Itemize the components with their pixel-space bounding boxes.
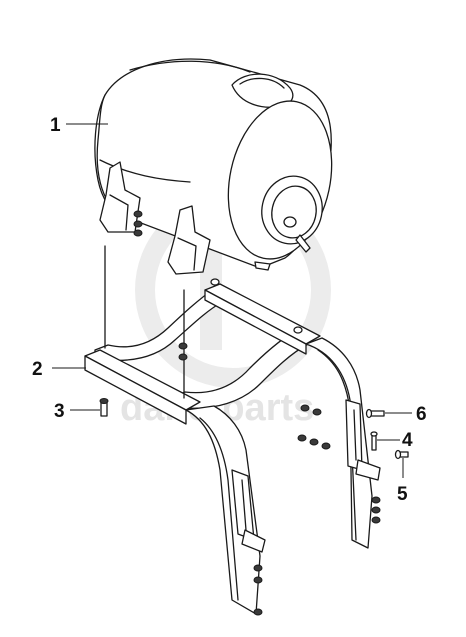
callout-label-4: 4	[402, 430, 413, 451]
bolt-5	[394, 449, 409, 460]
callout-label-6: 6	[416, 404, 427, 425]
mounting-bracket-frame	[84, 245, 381, 616]
callout-5: 5	[397, 458, 408, 505]
callout-4: 4	[377, 430, 413, 451]
washer-4	[370, 431, 378, 451]
nut-stack-center	[297, 404, 331, 450]
callout-3: 3	[54, 401, 100, 422]
callout-label-5: 5	[397, 484, 408, 505]
callout-label-1: 1	[50, 115, 61, 136]
air-filter-housing	[94, 58, 333, 275]
bolt-3	[99, 398, 109, 417]
callout-6: 6	[385, 404, 427, 425]
callout-2: 2	[32, 359, 86, 380]
callout-label-3: 3	[54, 401, 65, 422]
bolt-6	[365, 408, 385, 419]
callout-1: 1	[50, 115, 108, 136]
callout-label-2: 2	[32, 359, 43, 380]
